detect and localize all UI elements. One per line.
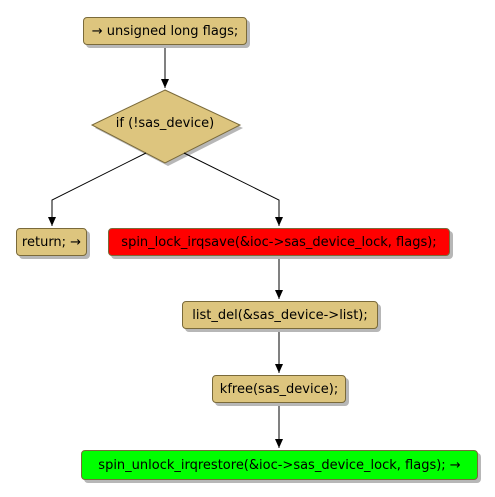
- return-node[interactable]: return; →: [16, 228, 87, 256]
- unlock-node[interactable]: spin_unlock_irqrestore(&ioc->sas_device_…: [81, 450, 478, 480]
- return-node-label: return; →: [21, 234, 82, 250]
- kfree-node-label: kfree(sas_device);: [219, 381, 339, 397]
- condition-diamond[interactable]: [90, 89, 242, 164]
- lock-node[interactable]: spin_lock_irqsave(&ioc->sas_device_lock,…: [108, 228, 450, 256]
- start-node[interactable]: → unsigned long flags;: [83, 17, 247, 45]
- edge-condition-to-return: [48, 152, 147, 226]
- lock-node-label: spin_lock_irqsave(&ioc->sas_device_lock,…: [121, 234, 437, 250]
- list-del-node[interactable]: list_del(&sas_device->list);: [182, 301, 378, 329]
- unlock-node-label: spin_unlock_irqrestore(&ioc->sas_device_…: [98, 457, 461, 473]
- edge-condition-to-lock: [183, 152, 283, 226]
- start-node-label: → unsigned long flags;: [91, 23, 239, 39]
- kfree-node[interactable]: kfree(sas_device);: [212, 375, 346, 403]
- condition-label: if (!sas_device): [115, 116, 215, 131]
- list-del-node-label: list_del(&sas_device->list);: [192, 307, 368, 323]
